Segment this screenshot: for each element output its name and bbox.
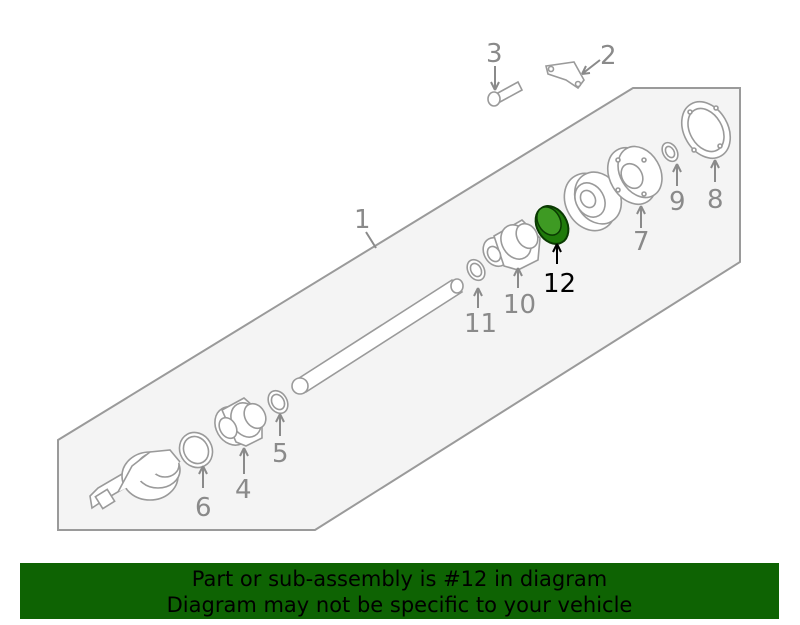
arrow-9 [672,163,682,186]
part-snap-ring-9 [661,141,679,163]
callout-7: 7 [633,227,650,257]
arrow-7 [636,205,646,228]
part-clamp-ring-6 [178,431,214,469]
callout-4: 4 [235,475,252,505]
part-flange [606,145,663,206]
callout-1: 1 [354,205,371,235]
arrow-3 [490,66,500,91]
part-clamp-5 [267,389,289,415]
callout-9: 9 [669,187,686,217]
arrow-1 [365,231,377,249]
callout-12-highlighted: 12 [543,269,576,299]
callout-8: 8 [707,185,724,215]
arrow-2 [581,59,601,75]
arrow-5 [275,413,285,436]
arrow-11 [473,287,483,308]
arrow-10 [513,267,523,288]
part-bracket-2 [545,61,585,90]
arrow-6 [198,465,208,488]
arrow-4 [239,447,249,474]
exploded-parts-diagram: 1 2 3 4 5 6 7 8 9 10 11 12 [57,39,741,531]
callout-6: 6 [195,493,212,523]
arrow-12 [552,243,562,264]
part-outer-joint [89,449,181,510]
callout-10: 10 [503,290,536,320]
callout-3: 3 [486,39,503,69]
info-banner: Part or sub-assembly is #12 in diagram D… [20,563,779,619]
banner-line-2: Diagram may not be specific to your vehi… [166,593,633,617]
part-bolt-3 [487,80,524,107]
callout-2: 2 [600,41,617,71]
part-axle-shaft [291,278,464,395]
banner-line-1: Part or sub-assembly is #12 in diagram [191,567,608,591]
part-boot-4 [214,397,267,447]
part-gasket-8 [680,100,732,160]
callout-11: 11 [464,309,497,339]
arrow-8 [710,159,720,182]
part-boot-10 [482,219,541,271]
callout-5: 5 [272,439,289,469]
part-clamp-11 [466,258,486,282]
part-seal-12-highlighted [534,205,570,245]
